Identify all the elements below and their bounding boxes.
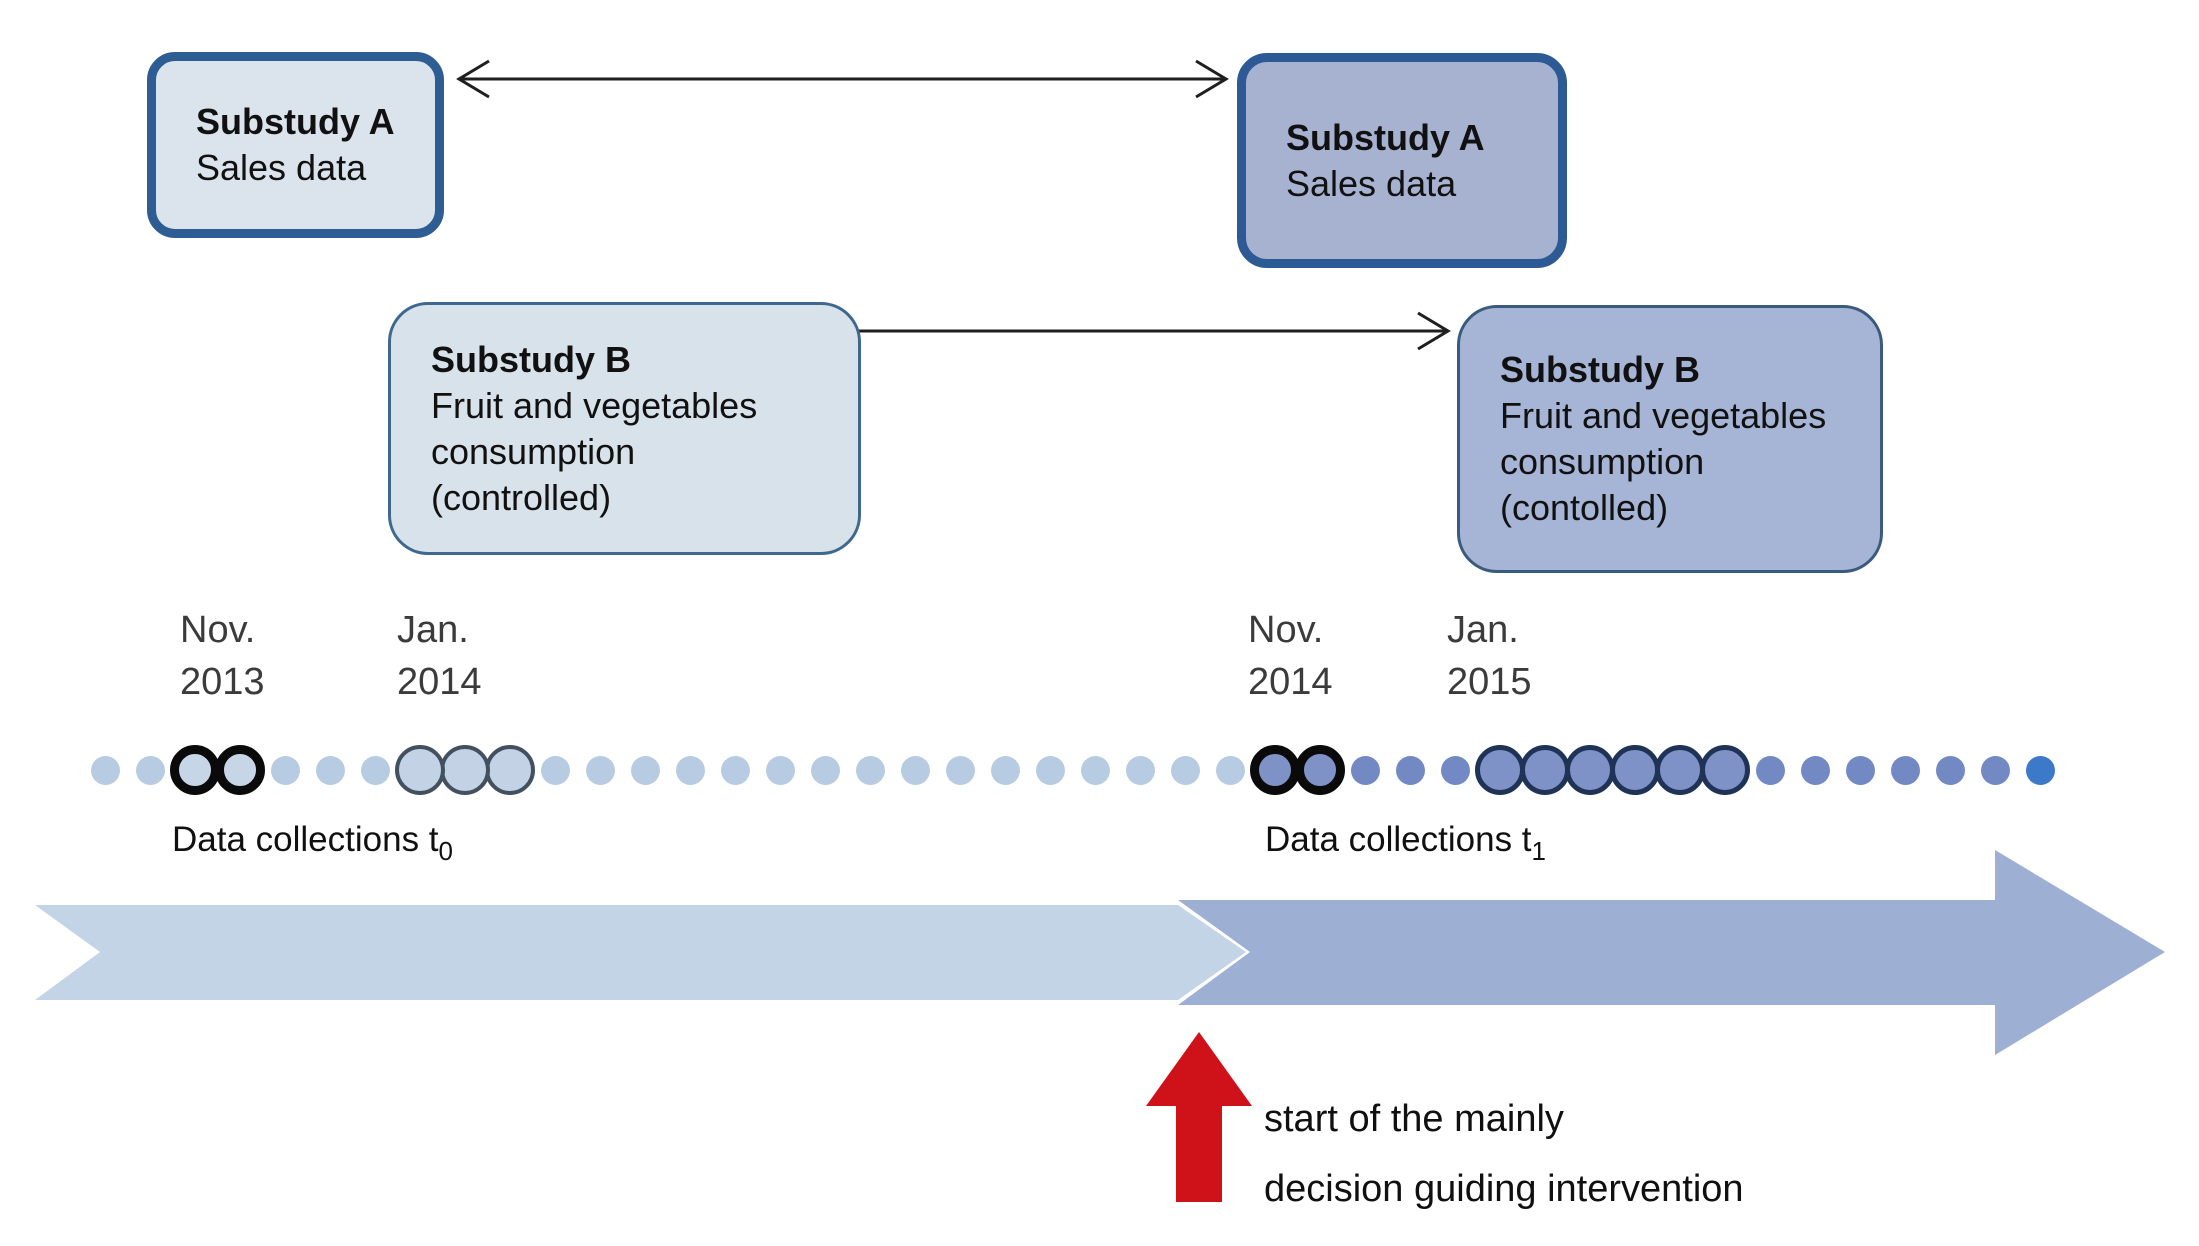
- timeline-band-t0: [35, 905, 1246, 1000]
- timeline-dot-light: [360, 755, 390, 785]
- timeline-dot-ring-thin-light: [440, 745, 490, 795]
- timeline-dot-mid: [1845, 755, 1875, 785]
- timeline-dot-light: [630, 755, 660, 785]
- timeline-dot-mid: [1755, 755, 1785, 785]
- timeline-dot-light: [90, 755, 120, 785]
- timeline-dot-light: [945, 755, 975, 785]
- timeline-dot-ring-thin-mid: [1655, 745, 1705, 795]
- timeline-dot-ring-thin-light: [485, 745, 535, 795]
- timeline-dot-ring-thick-mid: [1250, 745, 1300, 795]
- timeline-dot-mid: [1440, 755, 1470, 785]
- data-collections-t1-label: Data collections t1: [1265, 820, 1546, 867]
- substudy-b-t0-title: Substudy B: [431, 338, 632, 380]
- substudy-b-t0-body: Fruit and vegetables consumption (contro…: [431, 384, 758, 518]
- timeline-dot-ring-thin-light: [395, 745, 445, 795]
- timeline-dot-ring-thin-mid: [1700, 745, 1750, 795]
- timeline-dot-light: [315, 755, 345, 785]
- intervention-up-arrow-icon: [1146, 1032, 1252, 1202]
- substudy-b-t1-box: Substudy B Fruit and vegetables consumpt…: [1457, 305, 1883, 573]
- timeline-band-t1: [1178, 850, 2165, 1055]
- timeline-dot-light: [765, 755, 795, 785]
- substudy-a-t0-body: Sales data: [196, 147, 367, 188]
- date-month: Nov.: [180, 609, 256, 651]
- intervention-note-line2: decision guiding intervention: [1264, 1168, 1744, 1210]
- date-year: 2015: [1447, 661, 1532, 703]
- data-collections-t1-text: Data collections t: [1265, 820, 1532, 859]
- date-label-nov-2014: Nov. 2014: [1248, 604, 1333, 708]
- timeline-dot-ring-thin-mid: [1610, 745, 1660, 795]
- data-collections-t0-text: Data collections t: [172, 820, 439, 859]
- timeline-dot-ring-thin-mid: [1565, 745, 1615, 795]
- timeline-dot-mid: [1890, 755, 1920, 785]
- substudy-b-t1-body: Fruit and vegetables consumption (contol…: [1500, 395, 1827, 528]
- timeline-dot-light: [1125, 755, 1155, 785]
- substudy-a-t1-body: Sales data: [1286, 162, 1457, 204]
- date-label-nov-2013: Nov. 2013: [180, 604, 265, 708]
- timeline-dot-mid: [1980, 755, 2010, 785]
- timeline-dot-mid: [1350, 755, 1380, 785]
- timeline-dot-light: [1215, 755, 1245, 785]
- timeline-dot-ring-thin-mid: [1475, 745, 1525, 795]
- date-month: Jan.: [397, 609, 469, 651]
- timeline-dot-light: [135, 755, 165, 785]
- date-month: Jan.: [1447, 609, 1519, 651]
- timeline-dot-light: [1170, 755, 1200, 785]
- timeline-dot-ring-thick-light: [170, 745, 220, 795]
- timeline-dot-ring-thin-mid: [1520, 745, 1570, 795]
- intervention-note-line1: start of the mainly: [1264, 1098, 1564, 1140]
- timeline-dot-light: [990, 755, 1020, 785]
- timeline-dot-mid: [1395, 755, 1425, 785]
- timeline-dot-ring-thick-mid: [1295, 745, 1345, 795]
- substudy-a-t1-box: Substudy A Sales data: [1237, 53, 1567, 268]
- date-year: 2013: [180, 661, 265, 703]
- date-label-jan-2015: Jan. 2015: [1447, 604, 1532, 708]
- timeline-dot-mid: [1935, 755, 1965, 785]
- substudy-a-t0-box: Substudy A Sales data: [147, 52, 444, 238]
- date-year: 2014: [397, 661, 482, 703]
- data-collections-t1-subscript: 1: [1531, 836, 1546, 866]
- timeline-dot-light: [720, 755, 750, 785]
- substudy-a-t1-title: Substudy A: [1286, 116, 1485, 158]
- timeline-dot-end: [2025, 755, 2055, 785]
- timeline-dot-light: [540, 755, 570, 785]
- data-collections-t0-subscript: 0: [438, 836, 453, 866]
- timeline-dot-light: [855, 755, 885, 785]
- substudy-a-t0-title: Substudy A: [196, 101, 395, 142]
- timeline-dot-light: [1080, 755, 1110, 785]
- timeline-dot-ring-thick-light: [215, 745, 265, 795]
- comparison-arrow-a-icon: [456, 59, 1229, 99]
- timeline-dot-mid: [1800, 755, 1830, 785]
- date-month: Nov.: [1248, 609, 1324, 651]
- timeline-dot-light: [1035, 755, 1065, 785]
- substudy-b-t0-box: Substudy B Fruit and vegetables consumpt…: [388, 302, 861, 555]
- data-collections-t0-label: Data collections t0: [172, 820, 453, 867]
- timeline-dot-light: [675, 755, 705, 785]
- substudy-b-t1-title: Substudy B: [1500, 349, 1701, 390]
- timeline-dot-light: [810, 755, 840, 785]
- timeline-dot-light: [585, 755, 615, 785]
- timeline-dot-light: [270, 755, 300, 785]
- timeline-dot-light: [900, 755, 930, 785]
- date-year: 2014: [1248, 661, 1333, 703]
- date-label-jan-2014: Jan. 2014: [397, 604, 482, 708]
